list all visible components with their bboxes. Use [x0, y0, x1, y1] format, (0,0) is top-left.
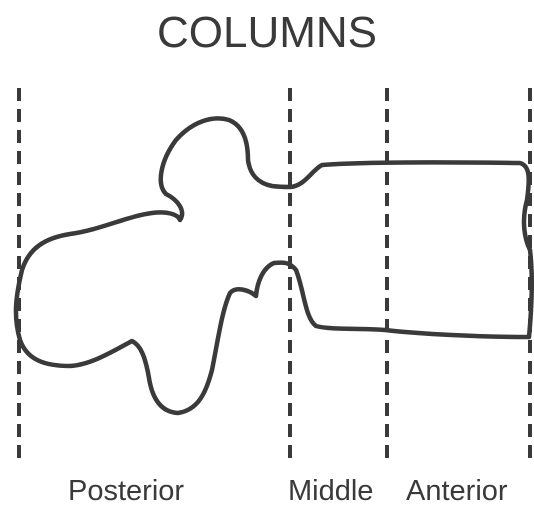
- column-label-middle: Middle: [288, 474, 373, 509]
- column-label-posterior: Posterior: [68, 474, 184, 509]
- column-label-anterior: Anterior: [406, 474, 508, 509]
- diagram-title: COLUMNS: [0, 8, 534, 59]
- vertebra-outline: [16, 118, 532, 413]
